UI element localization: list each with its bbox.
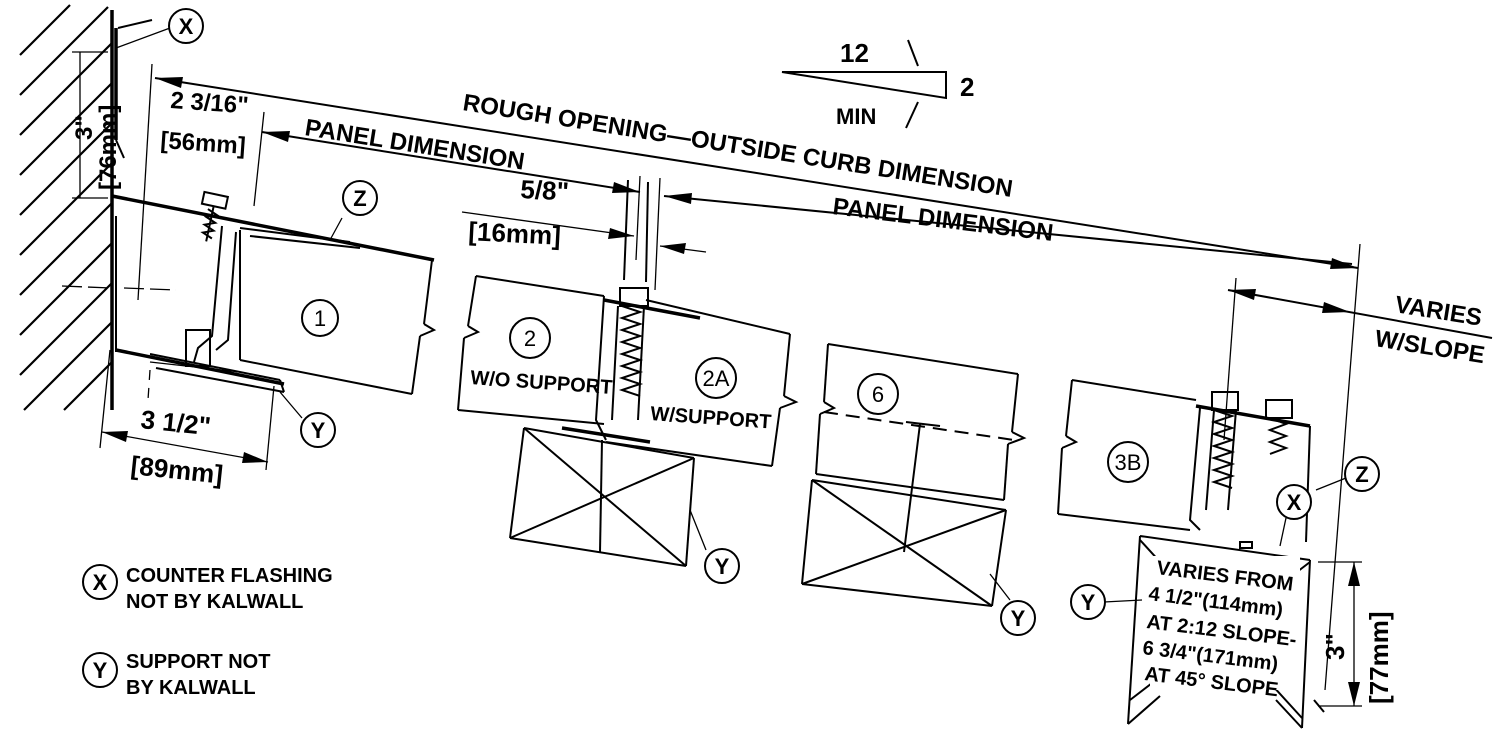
slope-min: MIN bbox=[836, 104, 876, 129]
legend-x-symbol bbox=[82, 564, 118, 600]
panel-2-wo-support: W/O SUPPORT bbox=[470, 367, 613, 399]
svg-text:Y: Y bbox=[1081, 590, 1096, 615]
panel-2a-label: 2A bbox=[703, 366, 730, 391]
callout-y-2: Y bbox=[689, 509, 740, 584]
dim-3in-left: 3" bbox=[71, 115, 98, 140]
svg-text:X: X bbox=[1287, 490, 1302, 515]
svg-text:Z: Z bbox=[1355, 462, 1368, 487]
wall-counter-flashing bbox=[114, 19, 153, 159]
legend-x-line2: NOT BY KALWALL bbox=[126, 591, 303, 613]
right-3in-dimension: 3" [77mm] bbox=[1318, 561, 1394, 707]
svg-text:Y: Y bbox=[311, 418, 326, 443]
dim-3-1-2: 3 1/2" bbox=[139, 404, 212, 441]
panel-2-label: 2 bbox=[524, 326, 536, 351]
callout-y-1: Y bbox=[279, 391, 336, 448]
panel-2a-w-support: W/SUPPORT bbox=[650, 403, 772, 433]
svg-text:X: X bbox=[93, 570, 108, 595]
callout-z-1: Z bbox=[329, 180, 378, 241]
legend: X COUNTER FLASHING NOT BY KALWALL Y SUPP… bbox=[82, 564, 333, 699]
legend-y-line2: BY KALWALL bbox=[126, 677, 256, 699]
slope-rise: 2 bbox=[960, 72, 974, 102]
dim-2-3-16-group: 2 3/16" [56mm] bbox=[160, 87, 250, 160]
dim-panel-1: PANEL DIMENSION bbox=[303, 114, 526, 175]
panel-6-label: 6 bbox=[872, 382, 884, 407]
dim-w-slope: W/SLOPE bbox=[1373, 325, 1487, 369]
svg-text:X: X bbox=[179, 14, 194, 39]
legend-x-line1: COUNTER FLASHING bbox=[126, 565, 333, 587]
svg-text:Y: Y bbox=[1011, 606, 1026, 631]
panel-1-label: 1 bbox=[314, 306, 326, 331]
dim-3-1-2-group: 3 1/2" [89mm] bbox=[99, 349, 275, 490]
dim-2-3-16: 2 3/16" bbox=[170, 87, 250, 119]
dim-56mm: [56mm] bbox=[160, 127, 247, 160]
legend-y-line1: SUPPORT NOT bbox=[126, 651, 270, 673]
dim-16mm: [16mm] bbox=[468, 216, 562, 251]
dim-77mm: [77mm] bbox=[1364, 612, 1394, 704]
callout-z-right: Z bbox=[1315, 456, 1380, 492]
callout-x-top: X bbox=[115, 8, 204, 49]
callout-x-right: X bbox=[1276, 484, 1312, 547]
dim-76mm: [76mm] bbox=[95, 105, 122, 190]
panel-3b-assembly: 3B VARIES FROM 4 1/2"(114mm) AT 2:12 SLO… bbox=[1057, 379, 1325, 729]
callout-y-6: Y bbox=[989, 573, 1036, 636]
svg-text:Y: Y bbox=[715, 554, 730, 579]
svg-text:Z: Z bbox=[353, 186, 366, 211]
left-3in-dimension: 3" [76mm] bbox=[71, 51, 122, 199]
varies-slope-group: VARIES W/SLOPE bbox=[1223, 277, 1493, 441]
panel-6-assembly: 6 bbox=[801, 343, 1027, 607]
wall-hatch bbox=[19, 4, 114, 411]
dim-5-8-group: 5/8" [16mm] bbox=[461, 174, 707, 254]
callout-y-right: Y bbox=[1070, 584, 1143, 620]
svg-text:Y: Y bbox=[93, 658, 108, 683]
panel-2-assembly: W/O SUPPORT W/SUPPORT 2 2A bbox=[457, 179, 799, 567]
dim-5-8: 5/8" bbox=[520, 174, 570, 206]
panel-3b-label: 3B bbox=[1115, 450, 1142, 475]
dim-panel-2: PANEL DIMENSION bbox=[831, 193, 1054, 247]
slope-indicator: 12 2 MIN bbox=[781, 38, 974, 129]
dim-3in-right: 3" bbox=[1320, 633, 1350, 660]
legend-y-symbol bbox=[82, 652, 118, 688]
slope-run: 12 bbox=[840, 38, 869, 68]
dim-varies: VARIES bbox=[1393, 291, 1484, 331]
dim-89mm: [89mm] bbox=[129, 450, 224, 490]
panel-1-assembly: 1 bbox=[61, 190, 437, 401]
